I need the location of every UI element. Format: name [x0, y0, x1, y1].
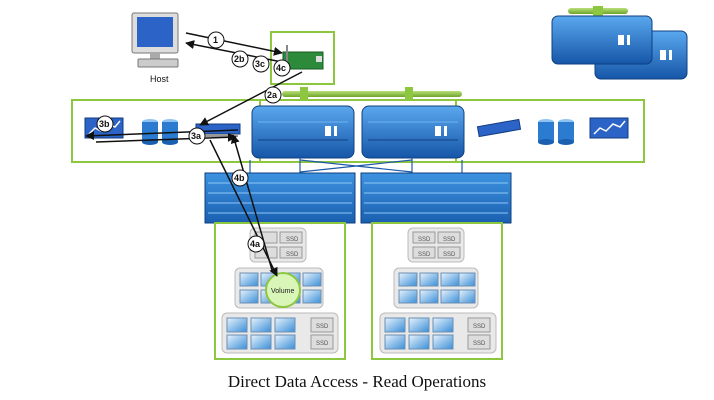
disk-shelf-left [204, 172, 356, 224]
step-badge-3c: 3c [252, 55, 270, 73]
step-badge-2a: 2a [264, 86, 282, 104]
volume-icon [265, 272, 301, 308]
backend-cabling [249, 158, 463, 175]
arrow-step-4a [209, 139, 278, 277]
ssd-label: SSD [473, 341, 486, 347]
step-badge-2b: 2b [231, 50, 249, 68]
svg-text:2a: 2a [267, 90, 278, 100]
left-cache-disk-icon [142, 119, 178, 145]
host-label: Host [150, 74, 169, 84]
controller-a [251, 105, 355, 159]
arrow-step-4b [230, 134, 273, 271]
svg-text:3a: 3a [191, 131, 202, 141]
arrow-step-1 [185, 32, 283, 56]
hdd-drives-left-bottom [226, 317, 296, 350]
step-badge-4c: 4c [273, 59, 291, 77]
diagram-caption: Direct Data Access - Read Operations [227, 372, 487, 391]
svg-text:3b: 3b [99, 119, 110, 129]
ssd-label: SSD [473, 324, 486, 330]
svg-text:4a: 4a [250, 239, 261, 249]
right-hba-icon [589, 117, 629, 139]
arrow-step-3b [85, 129, 239, 141]
ssd-label: SSD [443, 252, 456, 258]
ssd-label: SSD [286, 252, 299, 258]
svg-text:2b: 2b [234, 54, 245, 64]
ssd-label: SSD [316, 324, 329, 330]
ha-interconnect [282, 91, 462, 97]
aggregate-frame-right [371, 222, 503, 360]
ssd-drives-left-bottom [310, 317, 334, 350]
ssd-label: SSD [286, 237, 299, 243]
svg-text:4c: 4c [276, 63, 286, 73]
controller-pair-icon [551, 6, 688, 80]
ssd-drives-right [412, 231, 461, 259]
aggregate-frame-left [214, 222, 346, 360]
ssd-label: SSD [418, 252, 431, 258]
step-badge-3b: 3b [96, 115, 114, 133]
svg-text:3c: 3c [255, 59, 265, 69]
step-badge-4b: 4b [231, 169, 249, 187]
svg-text:4b: 4b [234, 173, 245, 183]
right-memory-module-icon [476, 118, 522, 138]
ssd-label: SSD [443, 237, 456, 243]
ssd-label: SSD [316, 341, 329, 347]
step-badge-3a: 3a [188, 127, 206, 145]
disk-shelf-right [360, 172, 512, 224]
hdd-drives-right-bottom [384, 317, 454, 350]
hba-frame [270, 31, 335, 85]
controller-b [361, 105, 465, 159]
svg-text:1: 1 [213, 35, 218, 45]
host-computer-icon [131, 12, 179, 68]
hdd-drives-right-mid [398, 272, 476, 304]
volume-label: Volume [271, 288, 294, 295]
arrow-step-3a [95, 132, 237, 143]
ssd-label: SSD [418, 237, 431, 243]
step-badge-4a: 4a [247, 235, 265, 253]
right-cache-disk-icon [538, 119, 574, 145]
step-badge-1: 1 [207, 31, 225, 49]
ssd-drives-right-bottom [467, 317, 491, 350]
arrow-step-2a [199, 71, 303, 126]
